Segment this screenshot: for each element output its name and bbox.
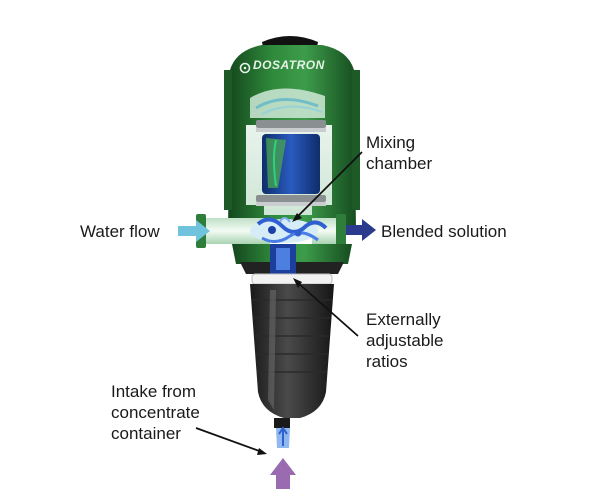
mixing-chamber-label-line2: chamber (366, 154, 433, 173)
water-flow-arrow (178, 220, 210, 242)
adjustable-ratios-label-line1: Externally (366, 310, 441, 329)
intake-leader (195, 427, 263, 453)
mixing-chamber-leader (295, 151, 363, 219)
intake-label-line1: Intake from (111, 382, 197, 401)
adjustable-ratios-leader (296, 281, 359, 337)
intake-label-line2: concentrate (111, 403, 200, 422)
mixing-chamber-fluid (250, 217, 328, 243)
water-flow-label: Water flow (80, 222, 160, 241)
blended-solution-arrow (346, 219, 376, 241)
intake-label-line3: container (111, 424, 181, 443)
ratio-adjust-ring (251, 273, 333, 285)
mixing-chamber-label-line1: Mixing (366, 133, 416, 152)
brand-logo (239, 62, 251, 74)
adjustable-ratios-label-line2: adjustable (366, 331, 444, 350)
brand-wordmark: DOSATRON (253, 58, 325, 72)
intake-arrow (270, 458, 296, 489)
adjustable-ratios-label-line3: ratios (366, 352, 408, 371)
blended-solution-label: Blended solution (381, 222, 507, 241)
